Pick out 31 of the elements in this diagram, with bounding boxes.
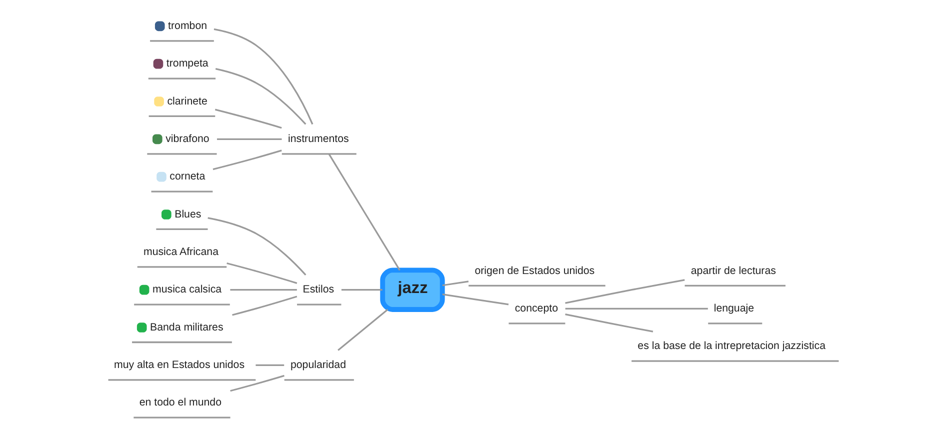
connector xyxy=(564,308,708,310)
connector xyxy=(212,150,282,170)
connector xyxy=(442,293,508,306)
connector xyxy=(226,262,297,284)
node-text: Estilos xyxy=(302,284,334,296)
connector xyxy=(328,154,400,271)
connector xyxy=(564,279,684,304)
connector xyxy=(214,68,306,125)
connector xyxy=(213,28,313,125)
node-text: popularidad xyxy=(290,358,346,371)
connector xyxy=(230,374,284,392)
connector xyxy=(207,217,306,276)
node-text: instrumentos xyxy=(288,132,348,145)
connector xyxy=(442,280,468,286)
connector xyxy=(337,308,388,351)
node-text: concepto xyxy=(514,302,558,314)
node-text: lenguaje xyxy=(713,302,754,314)
node-text: muy alta en Estados unidos xyxy=(114,358,244,371)
connector xyxy=(564,314,653,332)
connector xyxy=(216,138,282,140)
node-text: musica Africana xyxy=(142,246,218,258)
connector xyxy=(230,289,296,291)
connector xyxy=(255,364,284,366)
node-text: en todo el mundo xyxy=(138,396,222,409)
connector xyxy=(232,296,297,316)
node-text: es la base de la intrepretacion jazzistica xyxy=(637,340,825,352)
node-box: jazz xyxy=(380,268,444,312)
node-text: apartir de lecturas xyxy=(690,264,776,277)
connector xyxy=(214,108,282,129)
node-text: origen de Estados unidos xyxy=(474,264,594,277)
connector xyxy=(340,289,382,291)
